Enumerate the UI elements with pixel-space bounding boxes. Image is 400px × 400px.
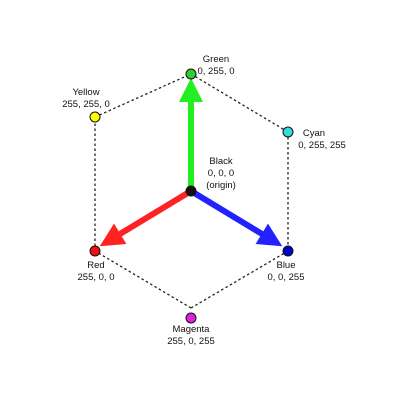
green-value: 0, 255, 0 xyxy=(198,66,235,77)
edge-yellow-green xyxy=(94,73,192,118)
blue-axis-arrow xyxy=(189,188,283,247)
yellow-label: Yellow xyxy=(72,87,99,98)
yellow-value: 255, 255, 0 xyxy=(62,99,110,110)
nodes xyxy=(89,68,294,324)
magenta-node xyxy=(185,312,197,324)
edge-green-cyan xyxy=(190,73,289,133)
edge-magenta-red xyxy=(94,250,192,309)
magenta-label: Magenta xyxy=(173,324,211,335)
black-origin-node xyxy=(185,185,197,197)
black-value: 0, 0, 0 xyxy=(208,168,234,179)
hexagon-edges xyxy=(94,73,289,309)
magenta-value: 255, 0, 255 xyxy=(167,336,215,347)
blue-value: 0, 0, 255 xyxy=(268,272,305,283)
red-axis-arrow xyxy=(99,188,193,247)
blue-node xyxy=(282,245,294,257)
black-label: Black xyxy=(209,156,232,167)
red-node xyxy=(89,245,101,257)
black-origin-note: (origin) xyxy=(206,180,236,191)
cyan-node xyxy=(282,126,294,138)
yellow-node xyxy=(89,111,101,123)
cyan-label: Cyan xyxy=(303,128,325,139)
green-node xyxy=(185,68,197,80)
red-label: Red xyxy=(87,260,104,271)
cyan-value: 0, 255, 255 xyxy=(298,140,346,151)
green-label: Green xyxy=(203,54,229,65)
labels: Green 0, 255, 0 Yellow 255, 255, 0 Cyan … xyxy=(62,54,346,347)
red-value: 255, 0, 0 xyxy=(78,272,115,283)
edge-blue-magenta xyxy=(190,250,289,309)
axis-arrows xyxy=(99,78,283,247)
blue-label: Blue xyxy=(276,260,295,271)
